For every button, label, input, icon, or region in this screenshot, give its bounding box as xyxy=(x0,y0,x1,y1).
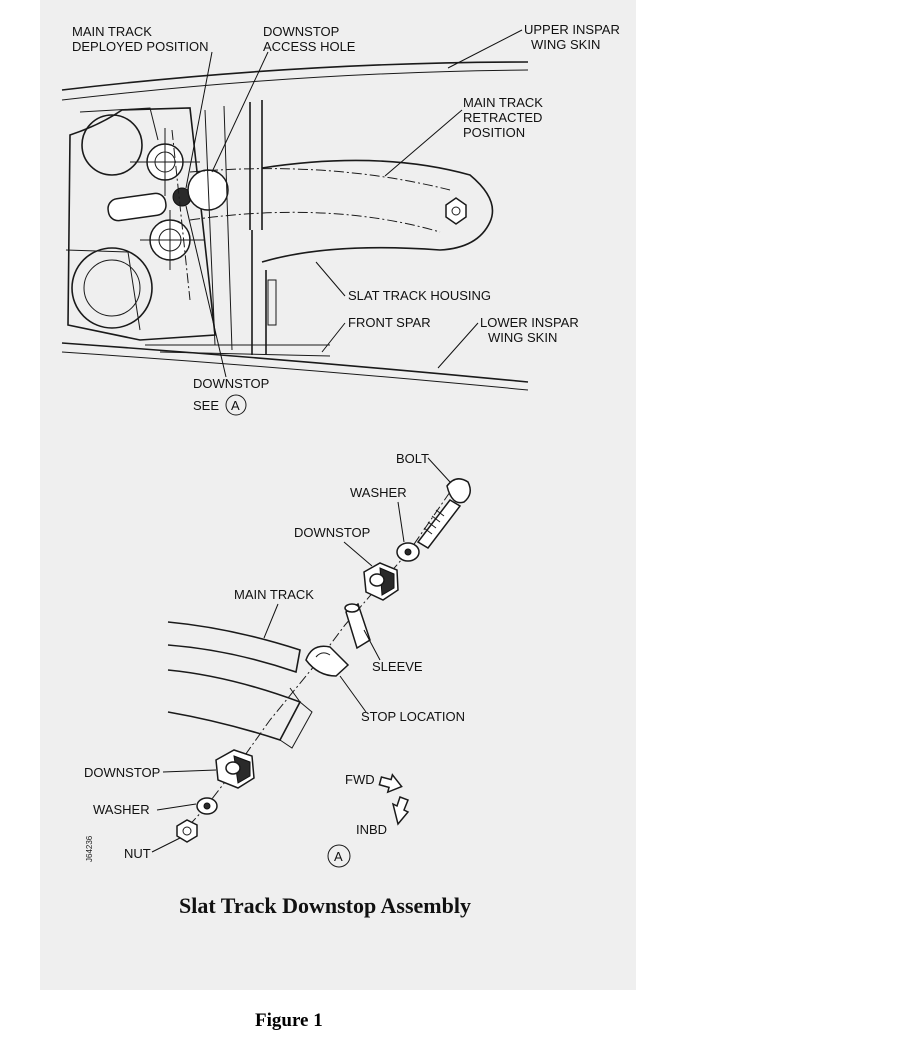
label-view-ref: A xyxy=(334,849,343,864)
track-end-bolt xyxy=(445,197,467,225)
label-upper-inspar-1: UPPER INSPAR xyxy=(524,22,620,37)
sleeve xyxy=(344,602,371,650)
label-downstop-top: DOWNSTOP xyxy=(294,525,370,540)
label-main-track-retracted-1: MAIN TRACK xyxy=(463,95,543,110)
see-ref-circle xyxy=(225,394,247,416)
fwd-arrow-icon xyxy=(378,773,403,794)
label-main-track-deployed-2: DEPLOYED POSITION xyxy=(72,39,209,54)
wing-section-view xyxy=(61,61,529,391)
figure-title-text: Slat Track Downstop Assembly xyxy=(179,893,471,918)
inbd-arrow-icon xyxy=(391,796,410,826)
bolt xyxy=(416,478,471,549)
stop-location xyxy=(305,645,350,677)
label-washer-top: WASHER xyxy=(350,485,407,500)
label-downstop-access-2: ACCESS HOLE xyxy=(263,39,356,54)
label-main-track-deployed-1: MAIN TRACK xyxy=(72,24,152,39)
label-downstop-bottom: DOWNSTOP xyxy=(84,765,160,780)
label-see-ref: A xyxy=(231,398,240,413)
label-main-track-retracted-3: POSITION xyxy=(463,125,525,140)
top-view-labels: MAIN TRACK DEPLOYED POSITION DOWNSTOP AC… xyxy=(72,22,620,416)
drawing-number: J64236 xyxy=(85,835,94,862)
label-stop-location: STOP LOCATION xyxy=(361,709,465,724)
detail-view-labels: BOLT WASHER DOWNSTOP MAIN TRACK SLEEVE S… xyxy=(84,451,465,864)
label-main-track-retracted-2: RETRACTED xyxy=(463,110,542,125)
label-see: SEE xyxy=(193,398,219,413)
label-downstop: DOWNSTOP xyxy=(193,376,269,391)
label-inbd: INBD xyxy=(356,822,387,837)
upper-wing-skin xyxy=(61,61,529,91)
figure-title: Slat Track Downstop Assembly xyxy=(0,893,922,919)
slat-roller-upper xyxy=(81,114,143,176)
detail-view-leaders xyxy=(151,457,451,853)
label-downstop-access-1: DOWNSTOP xyxy=(263,24,339,39)
label-bolt: BOLT xyxy=(396,451,429,466)
main-track-upper-edge xyxy=(189,168,451,191)
label-sleeve: SLEEVE xyxy=(372,659,423,674)
top-view-leaders xyxy=(185,29,523,378)
label-slat-track-housing: SLAT TRACK HOUSING xyxy=(348,288,491,303)
label-lower-inspar-1: LOWER INSPAR xyxy=(480,315,579,330)
downstop-slot xyxy=(107,192,167,222)
label-fwd: FWD xyxy=(345,772,375,787)
nut xyxy=(176,819,198,843)
downstop-top xyxy=(363,562,399,601)
detail-view-a xyxy=(167,478,471,868)
slat-track-housing xyxy=(261,159,494,263)
label-main-track: MAIN TRACK xyxy=(234,587,314,602)
lower-wing-skin xyxy=(61,342,529,383)
label-lower-inspar-2: WING SKIN xyxy=(488,330,557,345)
view-ref-circle xyxy=(327,844,351,868)
label-front-spar: FRONT SPAR xyxy=(348,315,431,330)
label-upper-inspar-2: WING SKIN xyxy=(531,37,600,52)
figure-panel xyxy=(40,0,636,990)
label-washer-bottom: WASHER xyxy=(93,802,150,817)
main-track xyxy=(167,621,313,749)
figure-caption: Figure 1 xyxy=(255,1010,323,1031)
slat-roller-lower xyxy=(71,247,153,329)
downstop-bottom xyxy=(215,749,255,789)
label-nut: NUT xyxy=(124,846,151,861)
